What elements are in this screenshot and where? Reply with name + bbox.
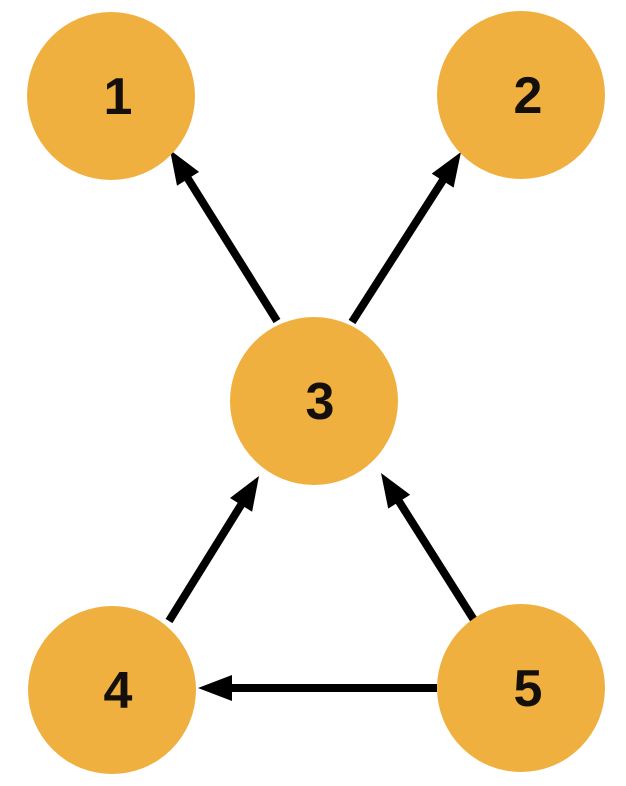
graph-edge	[170, 150, 281, 324]
graph-edge	[381, 473, 478, 623]
arrowhead-icon-5-to-4	[198, 675, 232, 701]
edges-layer	[165, 150, 478, 701]
node-label-4: 4	[104, 662, 133, 720]
edge-line-4-to-3	[165, 501, 246, 624]
graph-node-2[interactable]: 2	[437, 11, 605, 179]
edge-line-3-to-1	[183, 175, 281, 324]
arrowhead-icon-3-to-1	[170, 150, 200, 186]
node-circle-3[interactable]	[230, 317, 398, 485]
node-label-5: 5	[514, 660, 543, 718]
graph-node-5[interactable]: 5	[437, 604, 605, 772]
graph-edge	[165, 476, 259, 624]
edge-line-3-to-2	[348, 176, 448, 325]
node-circle-2[interactable]	[437, 11, 605, 179]
node-label-2: 2	[514, 67, 543, 125]
graph-edge	[348, 152, 461, 325]
node-circle-5[interactable]	[437, 604, 605, 772]
nodes-layer: 1 2 3 4 5	[27, 11, 605, 774]
node-circle-1[interactable]	[27, 12, 195, 180]
arrowhead-icon-3-to-2	[431, 152, 461, 188]
node-label-3: 3	[306, 373, 335, 431]
arrowhead-icon-4-to-3	[230, 476, 259, 512]
graph-node-1[interactable]: 1	[27, 12, 195, 180]
graph-edge	[198, 675, 437, 701]
edge-line-5-to-3	[394, 497, 478, 623]
graph-node-3[interactable]: 3	[230, 317, 398, 485]
node-label-1: 1	[104, 68, 133, 126]
arrowhead-icon-5-to-3	[381, 473, 411, 509]
node-circle-4[interactable]	[28, 606, 196, 774]
graph-node-4[interactable]: 4	[28, 606, 196, 774]
